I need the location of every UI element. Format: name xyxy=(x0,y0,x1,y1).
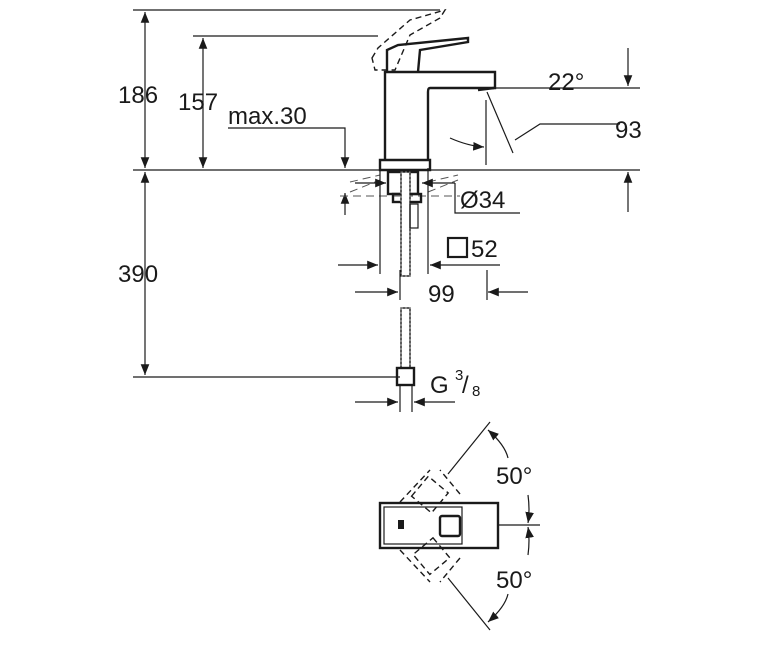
dimension-connection-g38: G 3 / 8 xyxy=(355,367,480,407)
svg-text:/: / xyxy=(462,372,469,399)
dimension-max30-label: max.30 xyxy=(228,103,307,130)
faucet-top-view xyxy=(378,421,540,631)
square-symbol-icon xyxy=(446,236,469,259)
spout-angle-label: 22° xyxy=(548,69,584,96)
dimension-99-label: 99 xyxy=(428,281,455,308)
shank-and-hose xyxy=(379,168,429,412)
countertop-section xyxy=(340,174,460,197)
dimension-99: 99 xyxy=(355,270,528,308)
dimension-157-label: 157 xyxy=(178,89,218,116)
dimension-186: 186 xyxy=(118,11,158,168)
dimension-157: 157 xyxy=(178,37,218,168)
dimension-93-label: 93 xyxy=(615,117,642,144)
rotation-right-label: 50° xyxy=(496,567,532,594)
dimension-square-52-label: 52 xyxy=(471,236,498,263)
dimension-390: 390 xyxy=(118,172,158,375)
rotation-left-label: 50° xyxy=(496,463,532,490)
connection-numerator: 3 xyxy=(455,367,463,384)
dimension-186-label: 186 xyxy=(118,82,158,109)
connection-g-label: G xyxy=(430,372,449,399)
dimension-390-label: 390 xyxy=(118,261,158,288)
connection-denominator: 8 xyxy=(472,383,480,400)
dimension-diameter-34: Ø34 xyxy=(355,178,520,214)
faucet-side-view xyxy=(371,8,620,172)
dimension-diameter-34-label: Ø34 xyxy=(460,187,505,214)
dimension-max30: max.30 xyxy=(228,103,350,215)
dimension-93: 93 xyxy=(615,48,642,212)
dimension-square-52: 52 xyxy=(338,236,500,270)
